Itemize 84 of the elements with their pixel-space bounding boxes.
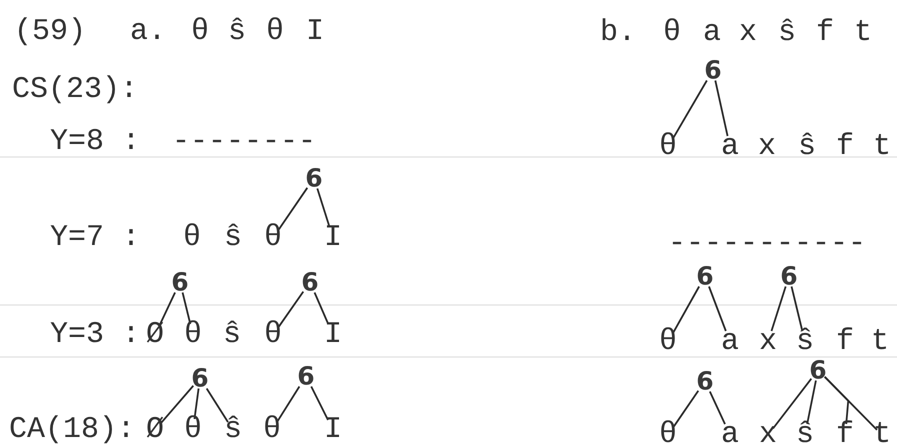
tree-node-label: 6 <box>191 366 209 390</box>
segment-symbol: ŝ <box>224 415 242 445</box>
segment-symbol: θ <box>264 223 282 253</box>
tree-branch-line <box>709 391 726 425</box>
tree-branch-line <box>672 286 700 334</box>
tree-node-label: 6 <box>809 358 827 382</box>
text-label: CA(18): <box>8 415 136 445</box>
segment-symbol: I <box>324 223 342 253</box>
text-label: θ <box>663 18 681 48</box>
tree-node-label: 6 <box>704 58 722 82</box>
segment-symbol: a <box>721 327 739 357</box>
tree-node-label: 6 <box>171 270 189 294</box>
segment-symbol: θ <box>264 320 282 350</box>
text-label: θ <box>183 223 201 253</box>
text-label: Y=3 : <box>50 320 140 350</box>
text-label: θ <box>266 17 284 47</box>
tree-branch-line <box>772 378 812 430</box>
segment-symbol: Ø <box>146 320 164 350</box>
segment-symbol: a <box>721 420 739 447</box>
tree-branch-line <box>206 388 229 423</box>
tree-branch-line <box>277 291 304 328</box>
segment-symbol: f <box>836 420 854 447</box>
segment-symbol: θ <box>659 420 677 447</box>
text-label: -------- <box>172 127 316 157</box>
segment-symbol: a <box>721 132 739 162</box>
segment-symbol: x <box>759 327 777 357</box>
segment-symbol: Ø <box>146 415 164 445</box>
tree-branch-line <box>316 188 330 228</box>
text-label: ŝ <box>798 132 816 162</box>
tree-node-label: 6 <box>297 364 315 388</box>
text-label: I <box>306 17 324 47</box>
tree-branch-line <box>672 390 700 428</box>
text-label: CS(23): <box>12 75 138 105</box>
tree-branch-line <box>277 187 308 232</box>
tree-branch-line <box>310 386 329 420</box>
segment-symbol: x <box>759 420 777 447</box>
segment-symbol: θ <box>659 327 677 357</box>
tree-branch-line <box>194 388 200 420</box>
tree-branch-line <box>708 286 727 332</box>
text-label: x <box>758 132 776 162</box>
tree-branch-line <box>182 292 192 324</box>
tree-branch-line <box>824 376 850 424</box>
segment-symbol: θ <box>659 132 677 162</box>
tree-branch-line <box>806 380 817 424</box>
text-label: b. <box>600 18 636 48</box>
text-label: ----------- <box>668 229 866 259</box>
tree-branch-line <box>314 292 330 324</box>
text-label: ŝ <box>223 320 241 350</box>
text-label: ŝ <box>224 223 242 253</box>
tree-node-label: 6 <box>696 368 714 394</box>
segment-symbol: t <box>873 420 891 447</box>
tree-branch-line <box>672 80 708 139</box>
text-label: f <box>836 327 854 357</box>
tree-branch-line <box>714 80 728 136</box>
segment-symbol: θ <box>184 320 202 350</box>
tree-branch-line <box>159 292 176 325</box>
text-label: a <box>703 18 721 48</box>
tree-branch-line <box>276 386 300 423</box>
segment-symbol: θ <box>184 415 202 445</box>
segment-symbol: ŝ <box>796 420 814 447</box>
text-label: Y=8 : <box>50 127 140 157</box>
tree-node-label: 6 <box>305 166 323 190</box>
text-label: a. <box>130 17 166 47</box>
tree-branch-line <box>790 286 804 332</box>
segment-symbol: θ <box>263 415 281 445</box>
text-label: t <box>873 132 891 162</box>
text-label: x <box>739 18 757 48</box>
text-label: f <box>836 132 854 162</box>
text-label: (59) <box>14 17 86 47</box>
text-label: Y=7 : <box>50 223 140 253</box>
segment-symbol: ŝ <box>796 327 814 357</box>
text-label: t <box>871 327 889 357</box>
text-label: t <box>854 18 872 48</box>
segment-symbol: I <box>324 415 342 445</box>
tree-node-label: 6 <box>696 264 714 288</box>
text-label: θ <box>191 17 209 47</box>
segment-symbol: I <box>324 320 342 350</box>
text-label: ŝ <box>778 18 796 48</box>
tree-branch-line <box>770 286 787 332</box>
text-label: f <box>816 18 834 48</box>
text-label: ŝ <box>228 17 246 47</box>
tree-node-label: 6 <box>301 270 319 294</box>
tree-branch-line <box>159 385 194 425</box>
tree-node-label: 6 <box>780 264 798 288</box>
